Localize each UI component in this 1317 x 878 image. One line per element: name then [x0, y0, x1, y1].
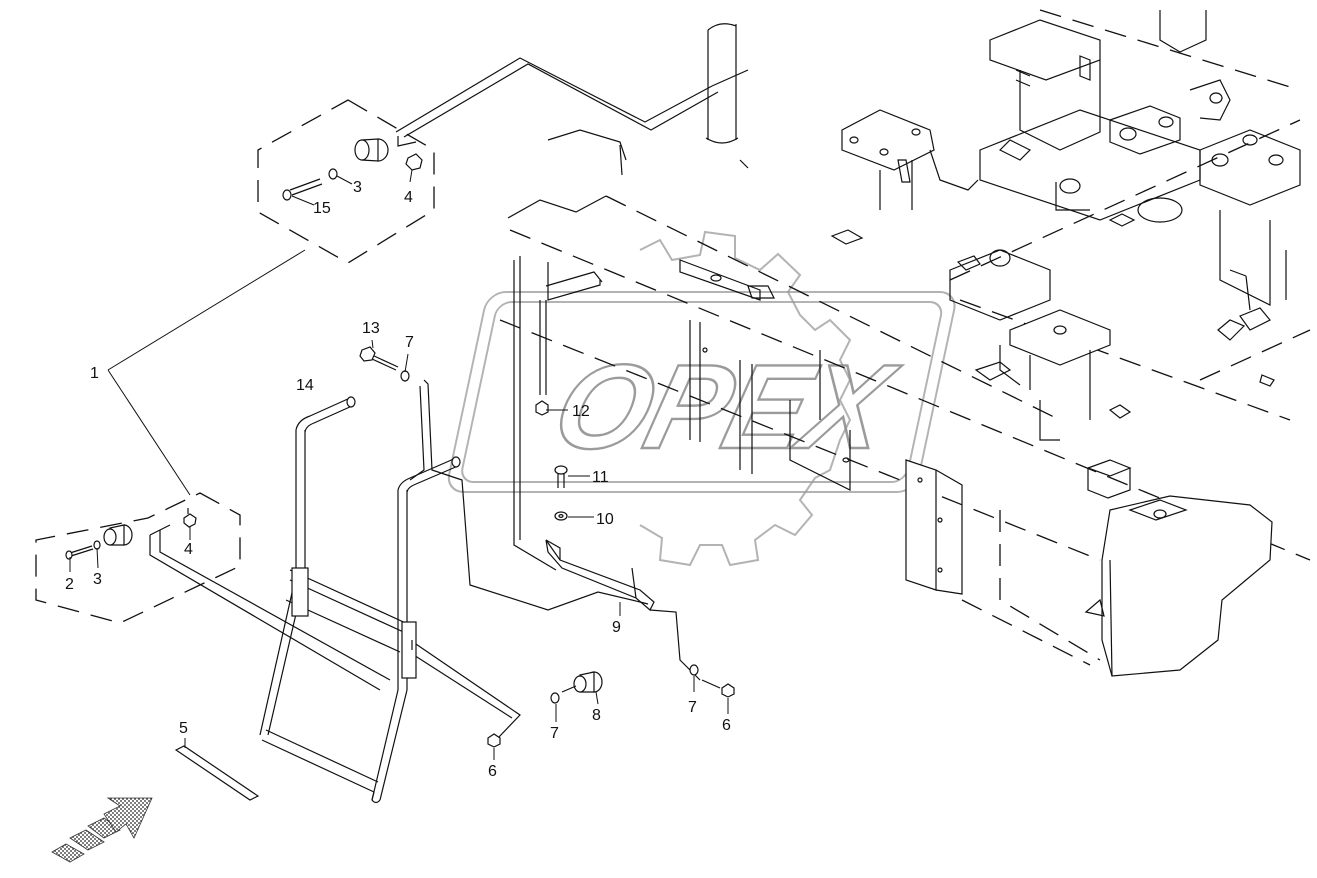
callout-4: 4	[184, 541, 193, 558]
callout-2: 2	[65, 576, 74, 593]
callout-6: 6	[722, 717, 731, 734]
callout-9: 9	[612, 619, 621, 636]
callout-3: 3	[93, 571, 102, 588]
callout-13: 13	[362, 320, 380, 337]
chassis	[830, 9, 1311, 677]
callout-10: 10	[596, 511, 614, 528]
forward-arrow-icon	[51, 797, 153, 863]
watermark-gear-icon	[639, 230, 852, 567]
watermark: OPEX	[447, 230, 956, 567]
callout-7: 7	[550, 725, 559, 742]
callout-4: 4	[404, 189, 413, 206]
callout-5: 5	[179, 720, 188, 737]
callout-11: 11	[592, 469, 609, 486]
callout-12: 12	[572, 403, 590, 420]
upper-rail	[395, 23, 749, 169]
center-post	[513, 256, 701, 681]
step-frame	[149, 524, 521, 739]
detail-group-upper	[257, 99, 435, 264]
rail-connector	[359, 339, 649, 611]
watermark-frame-outer	[447, 291, 956, 493]
watermark-text: OPEX	[542, 340, 909, 474]
callout-1: 1	[90, 365, 99, 382]
callout-15: 15	[313, 200, 331, 217]
watermark-frame-inner	[461, 301, 943, 483]
callout-14: 14	[296, 377, 314, 394]
leader-1	[107, 249, 306, 496]
callout-7: 7	[688, 699, 697, 716]
callout-7: 7	[405, 334, 414, 351]
ladder	[259, 396, 461, 804]
lower-hardware	[487, 664, 735, 760]
callout-labels: 1 2 3 3 4 4 5 6 6 7 7 7 8 9 10 11 12 13 …	[65, 179, 731, 780]
callout-6: 6	[488, 763, 497, 780]
decal-strip	[174, 738, 260, 801]
detail-group-lower	[35, 492, 241, 624]
callout-3: 3	[353, 179, 362, 196]
callout-8: 8	[592, 707, 601, 724]
